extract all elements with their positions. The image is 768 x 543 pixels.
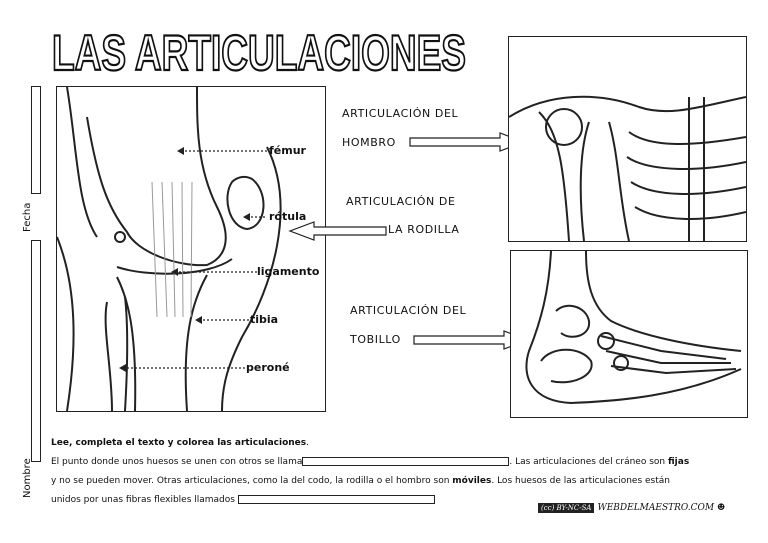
shoulder-panel xyxy=(508,36,747,242)
blank-articulacion[interactable] xyxy=(302,457,510,466)
rodilla-line2: LA RODILLA xyxy=(388,223,460,236)
foot-illustration xyxy=(525,250,742,405)
tobillo-line2: TOBILLO xyxy=(350,333,401,346)
label-femur: fémur xyxy=(269,144,306,157)
page-title-text: LAS ARTICULACIONES xyxy=(52,25,466,80)
cc-license-badge: (cc) BY-NC-SA xyxy=(538,503,595,513)
name-field[interactable] xyxy=(31,240,41,462)
p2-end: . Los huesos de las articulaciones están xyxy=(491,476,670,486)
instructions-line1: El punto donde unos huesos se unen con o… xyxy=(51,453,751,472)
label-tibia: tibia xyxy=(250,313,279,326)
hombro-line1: ARTICULACIÓN DEL xyxy=(342,107,459,120)
date-field[interactable] xyxy=(31,86,41,194)
instructions: Lee, completa el texto y colorea las art… xyxy=(51,434,751,510)
word-moviles: móviles xyxy=(452,476,492,486)
label-ligamento: ligamento xyxy=(257,265,320,278)
blank-ligamentos[interactable] xyxy=(237,495,435,504)
foot-panel xyxy=(510,250,748,418)
label-rotula: rótula xyxy=(269,210,307,223)
smiley-icon: ☻ xyxy=(717,503,726,513)
p1-mid: . Las articulaciones del cráneo son xyxy=(509,457,666,467)
footer: (cc) BY-NC-SA WEBDELMAESTRO.COM ☻ xyxy=(538,503,725,513)
knee-illustration xyxy=(56,86,282,412)
p2-start: y no se pueden mover. Otras articulacion… xyxy=(51,476,450,486)
word-fijas: fijas xyxy=(667,457,690,467)
page-title: LAS ARTICULACIONES xyxy=(51,24,467,80)
instructions-line3: unidos por unas fibras flexibles llamado… xyxy=(51,491,751,510)
instructions-line2: y no se pueden mover. Otras articulacion… xyxy=(51,472,751,491)
p3-start: unidos por unas fibras flexibles llamado… xyxy=(51,495,235,505)
instructions-heading: Lee, completa el texto y colorea las art… xyxy=(51,438,310,448)
shoulder-illustration xyxy=(508,95,747,242)
rodilla-arrow xyxy=(288,221,387,241)
hombro-line2: HOMBRO xyxy=(342,136,396,149)
tobillo-line1: ARTICULACIÓN DEL xyxy=(350,304,467,317)
name-label: Nombre xyxy=(22,458,33,498)
knee-panel: fémur rótula ligamento tibia peroné xyxy=(56,86,326,412)
label-perone: peroné xyxy=(246,361,290,374)
date-label: Fecha xyxy=(22,202,33,232)
rodilla-line1: ARTICULACIÓN DE xyxy=(346,195,456,208)
p1-start: El punto donde unos huesos se unen con o… xyxy=(51,457,303,467)
site-name[interactable]: WEBDELMAESTRO.COM xyxy=(597,503,715,513)
